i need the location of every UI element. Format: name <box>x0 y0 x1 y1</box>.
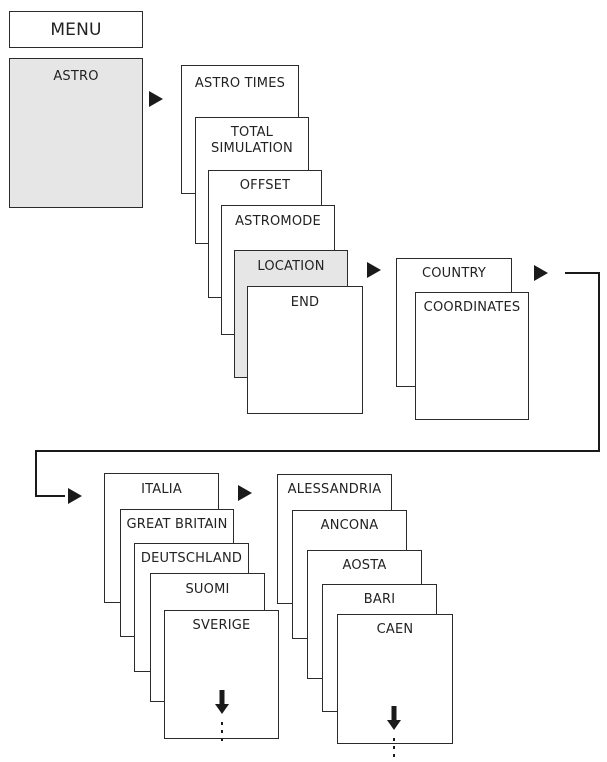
more-dots-icon <box>393 738 395 757</box>
connector-line <box>35 450 37 497</box>
location-label: LOCATION <box>257 259 325 274</box>
connector-line <box>35 450 600 452</box>
city-ancona-label: ANCONA <box>320 518 379 533</box>
city-caen-label: CAEN <box>376 622 414 637</box>
menu-title-box: MENU <box>9 11 143 48</box>
down-arrow-icon <box>215 690 229 714</box>
end-card[interactable]: END <box>247 286 363 414</box>
country-sverige-label: SVERIGE <box>192 618 251 633</box>
end-label: END <box>290 295 320 310</box>
connector-line <box>565 272 600 274</box>
coordinates-label: COORDINATES <box>423 300 521 315</box>
country-sverige-card[interactable]: SVERIGE <box>164 610 279 739</box>
offset-label: OFFSET <box>239 178 291 193</box>
connector-line <box>35 495 65 497</box>
right-triangle-icon <box>534 265 548 281</box>
connector-line <box>598 272 600 452</box>
down-arrow-icon <box>387 706 401 730</box>
astro-label: ASTRO <box>53 69 99 84</box>
city-alessandria-label: ALESSANDRIA <box>287 482 382 497</box>
coordinates-card[interactable]: COORDINATES <box>415 292 529 420</box>
more-dots-icon <box>221 722 223 741</box>
city-aosta-label: AOSTA <box>342 558 387 573</box>
total-simulation-label: TOTAL SIMULATION <box>211 125 293 156</box>
country-suomi-label: SUOMI <box>185 582 230 597</box>
right-triangle-icon <box>149 91 163 107</box>
country-label: COUNTRY <box>421 266 487 281</box>
menu-title: MENU <box>50 20 102 40</box>
astro-times-label: ASTRO TIMES <box>194 76 286 91</box>
right-triangle-icon <box>68 488 82 504</box>
astro-menu-item[interactable]: ASTRO <box>9 58 143 208</box>
astromode-label: ASTROMODE <box>235 214 321 229</box>
right-triangle-icon <box>238 485 252 501</box>
country-deutschland-label: DEUTSCHLAND <box>140 551 243 566</box>
right-triangle-icon <box>367 262 381 278</box>
city-bari-label: BARI <box>363 592 396 607</box>
country-italia-label: ITALIA <box>141 482 182 497</box>
country-great-britain-label: GREAT BRITAIN <box>126 517 228 532</box>
